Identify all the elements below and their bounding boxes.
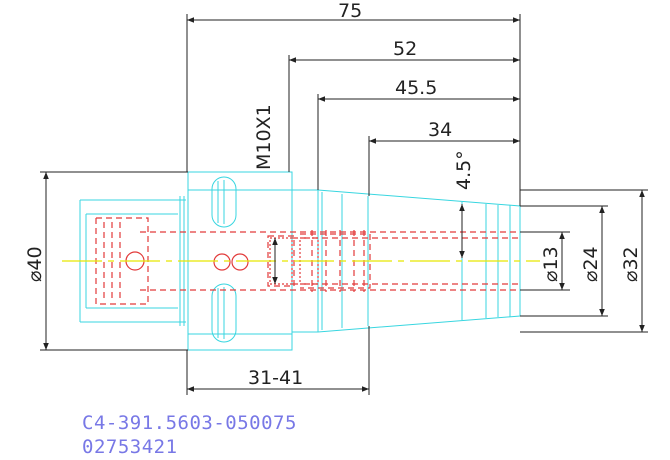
hidden-features — [95, 217, 520, 305]
dim-length-34: 34 — [428, 119, 452, 141]
dim-length-52: 52 — [393, 38, 417, 60]
dim-total-length: 75 — [338, 0, 362, 22]
dimension-lines — [40, 14, 648, 395]
dim-length-45-5: 45.5 — [395, 77, 437, 99]
article-number: 02753421 — [82, 436, 178, 458]
dim-dia-13: ⌀13 — [540, 246, 562, 282]
dim-dia-32: ⌀32 — [620, 246, 642, 282]
dim-clamping-length: 31-41 — [248, 367, 303, 389]
dim-dia-40: ⌀40 — [24, 246, 46, 282]
dim-angle: 4.5° — [453, 150, 475, 190]
dim-dia-24: ⌀24 — [580, 246, 602, 282]
part-number: C4-391.5603-050075 — [82, 412, 297, 434]
dim-thread: M10X1 — [253, 104, 275, 170]
